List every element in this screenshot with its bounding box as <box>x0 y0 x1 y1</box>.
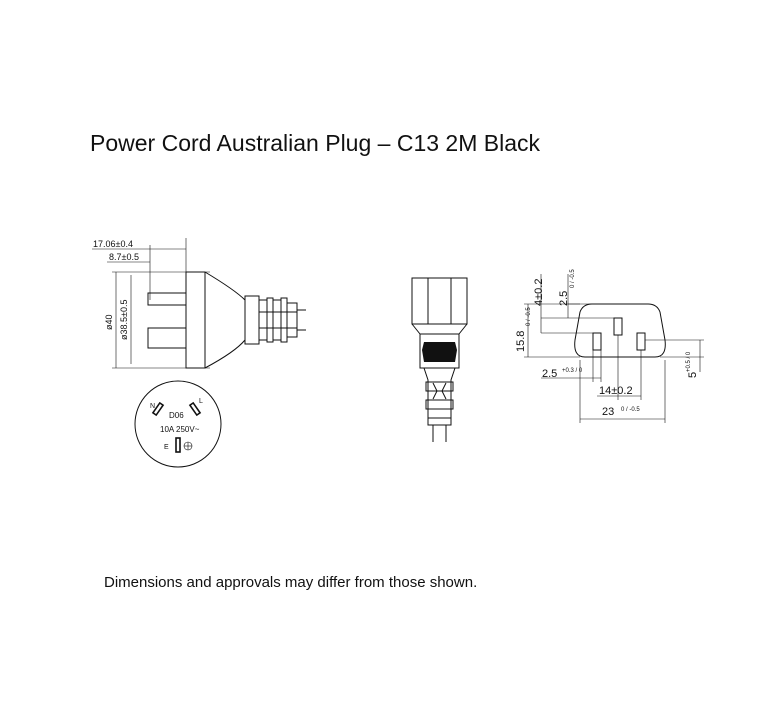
live-label: L <box>199 398 203 405</box>
plug-length-dim: 17.06±0.4 <box>93 239 133 249</box>
c13-top2-dim: 2.5 <box>558 291 570 306</box>
page-title: Power Cord Australian Plug – C13 2M Blac… <box>90 130 540 156</box>
c13-height-dim: 15.8 <box>515 331 527 352</box>
plug-pin-dim: 8.7±0.5 <box>109 252 139 262</box>
c13-width-dim: 23 <box>602 406 614 418</box>
disclaimer-note: Dimensions and approvals may differ from… <box>104 574 478 591</box>
c13-top2-tol: 0 / -0.5 <box>570 269 576 288</box>
plug-rating: 10A 250V~ <box>160 425 200 434</box>
c13-side-dim: 5 <box>687 372 699 378</box>
plug-side-view: 17.06±0.4 8.7±0.5 ø40 ø38.5±0.5 <box>92 238 306 369</box>
c13-height-tol: 0 / -0.5 <box>526 307 532 326</box>
c13-side-tol: +0.5 / 0 <box>686 351 692 372</box>
plug-model: D06 <box>169 411 184 420</box>
c13-width-tol: 0 / -0.5 <box>621 407 640 413</box>
neutral-label: N <box>150 403 155 410</box>
c13-front-view: 4±0.2 2.5 0 / -0.5 15.8 0 / -0.5 2.5 +0.… <box>515 269 704 423</box>
c13-slot-tol: +0.3 / 0 <box>562 368 583 374</box>
plug-face-view: N L D06 10A 250V~ E <box>134 380 222 468</box>
plug-inner-dim: ø38.5±0.5 <box>119 300 129 340</box>
plug-outer-dim: ø40 <box>104 314 114 330</box>
c13-pitch-dim: 14±0.2 <box>599 385 633 397</box>
c13-top1-dim: 4±0.2 <box>533 279 545 306</box>
earth-mark-icon: E <box>164 444 169 451</box>
c13-side-view <box>411 277 468 442</box>
c13-slot-dim: 2.5 <box>542 368 557 380</box>
